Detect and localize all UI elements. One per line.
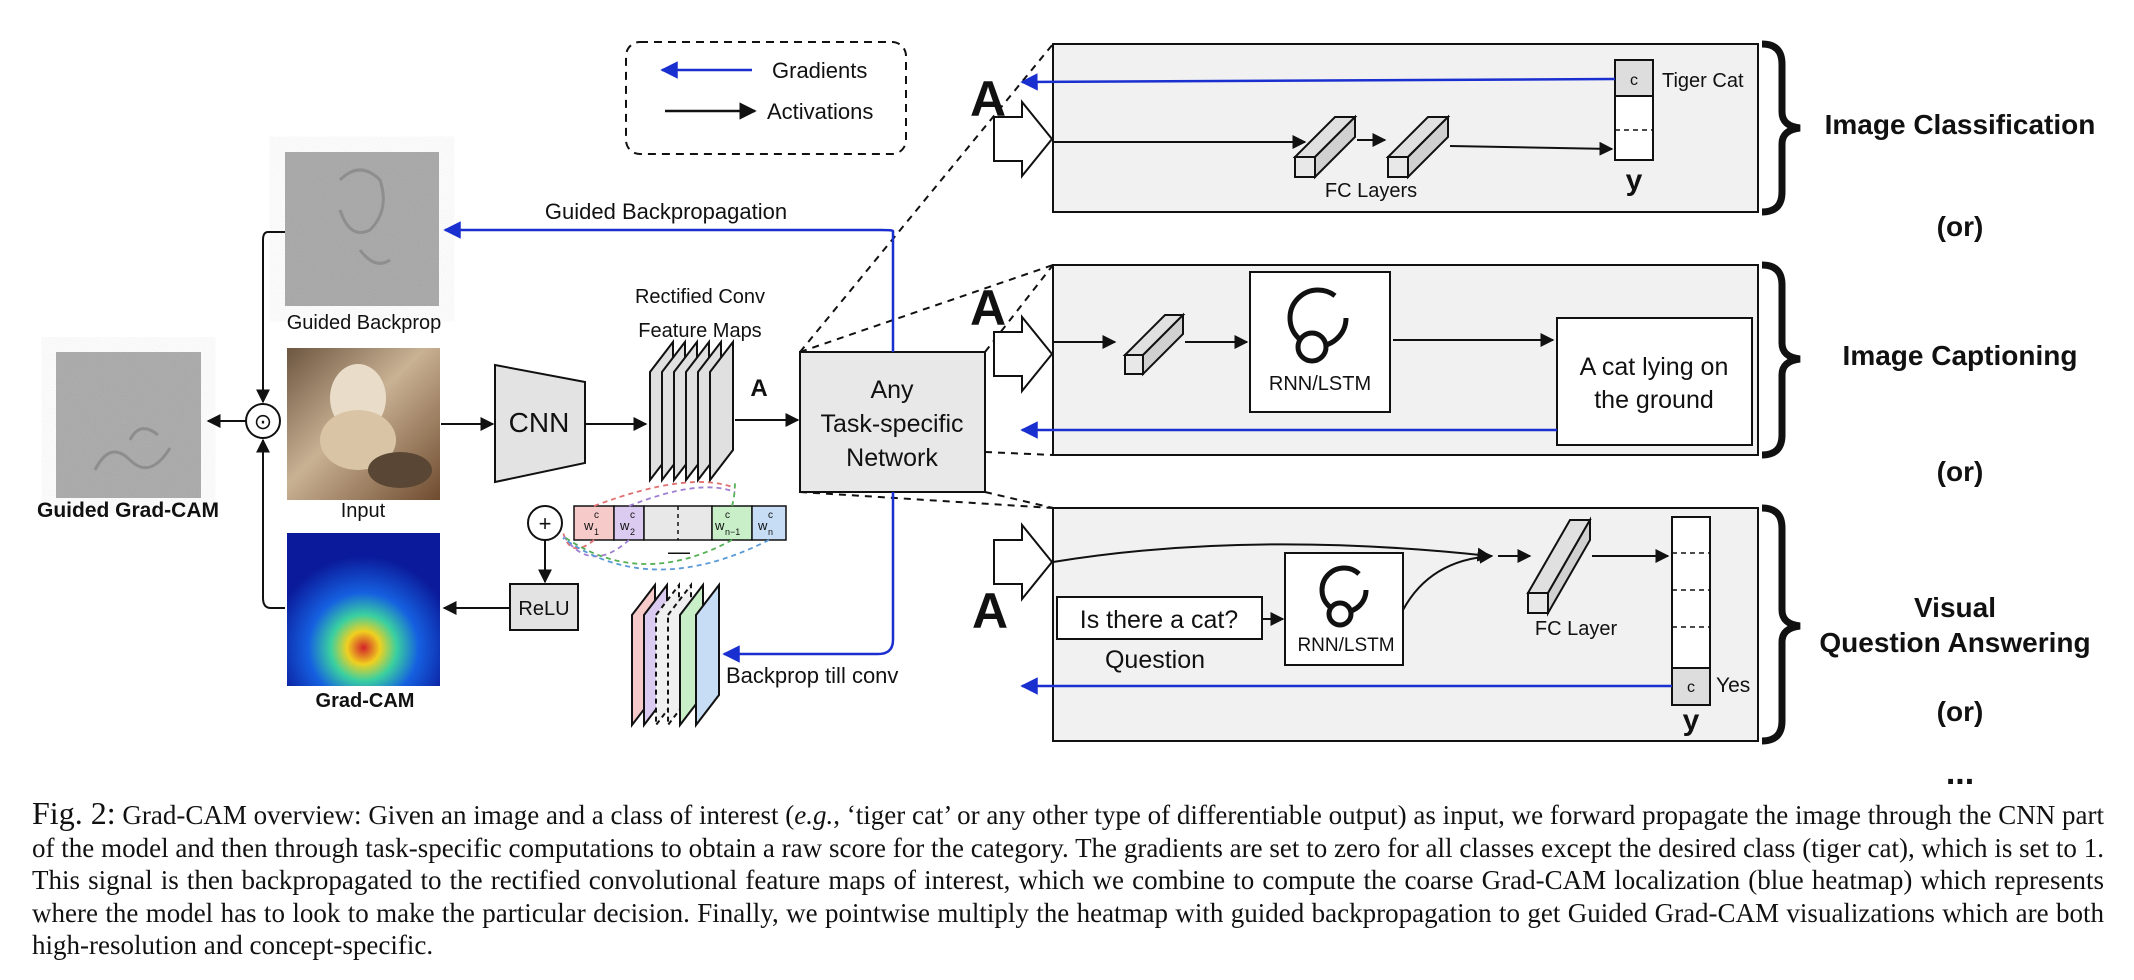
relu-box (509, 583, 579, 631)
vqa-class-c: c (1687, 679, 1695, 696)
gradient-maps-stack (631, 582, 720, 728)
weights-bar (573, 505, 787, 541)
panel3-a: A (972, 583, 1008, 639)
tiger-cat-label: Tiger Cat (1662, 70, 1744, 92)
feature-maps-stack (649, 339, 734, 483)
backprop-till-conv-label: Backprop till conv (726, 663, 898, 688)
network-line2: Task-specific (820, 410, 963, 438)
rnn-label-vqa: RNN/LSTM (1297, 635, 1394, 656)
or-label-3: (or) (1937, 696, 1984, 727)
label-input: Input (341, 500, 386, 522)
input-image (287, 348, 440, 500)
minus-bar: — (668, 539, 690, 564)
caption-line1: A cat lying on (1580, 353, 1729, 381)
gradcam-heatmap (287, 533, 440, 686)
class-c: c (1630, 72, 1638, 89)
weight-1: w (583, 518, 594, 533)
pointwise-symbol: ⊙ (254, 409, 272, 434)
legend-gradients: Gradients (772, 58, 867, 83)
activation-a-label: A (750, 375, 767, 402)
or-label-2: (or) (1937, 456, 1984, 487)
weight-1-sup: c (594, 510, 599, 521)
rnn-label-caption: RNN/LSTM (1269, 373, 1371, 395)
legend: Gradients Activations (625, 41, 907, 155)
caption-part1: Grad-CAM overview: Given an image and a … (115, 800, 795, 830)
guided-gradcam-image (56, 352, 201, 498)
rectified-label-line1: Rectified Conv (635, 286, 765, 308)
caption-box (1556, 317, 1753, 446)
plus-symbol: + (539, 511, 552, 536)
weight-n1: w (714, 518, 725, 533)
guided-backprop-image (285, 152, 439, 306)
legend-activations: Activations (767, 99, 873, 124)
weight-n: w (757, 518, 768, 533)
weight-1-sub: 1 (594, 527, 599, 537)
figure-caption: Fig. 2: Grad-CAM overview: Given an imag… (32, 797, 2104, 962)
weight-n1-sup: c (725, 510, 730, 521)
weight-2-sub: 2 (630, 527, 635, 537)
figure-number: Fig. 2: (32, 795, 116, 831)
backprop-till-conv-path (722, 492, 895, 663)
or-label-1: (or) (1937, 211, 1984, 242)
network-line3: Network (846, 444, 938, 472)
relu-label: ReLU (518, 598, 569, 620)
panel2-a: A (970, 280, 1006, 336)
fc-layer-label: FC Layer (1535, 618, 1618, 640)
captioning-panel: A RNN/LSTM A cat lying on the ground (970, 264, 1759, 456)
label-guided-backprop: Guided Backprop (287, 312, 442, 334)
caption-fc-layer (1122, 312, 1186, 377)
fc-layer-1 (1292, 114, 1358, 180)
classification-panel: A FC Layers c Tiger Cat y (970, 43, 1759, 213)
title-vqa-line1: Visual (1914, 592, 1996, 623)
cnn-label: CNN (509, 407, 570, 438)
cnn-block (494, 363, 586, 484)
fc-layers-label: FC Layers (1325, 180, 1417, 202)
rectified-label-line2: Feature Maps (638, 320, 761, 342)
title-vqa-line2: Question Answering (1819, 627, 2090, 658)
question-label: Question (1105, 646, 1205, 674)
ellipsis: ... (1946, 754, 1974, 790)
question-box (1056, 596, 1263, 640)
weight-n1-sub: n−1 (725, 527, 740, 537)
vqa-fc-layer (1526, 516, 1592, 617)
weight-labels: w c 1 w c 2 w c n−1 w c n (583, 510, 773, 537)
vqa-y-output: y (1683, 704, 1700, 737)
title-image-classification: Image Classification (1825, 109, 2096, 140)
question-text: Is there a cat? (1080, 606, 1238, 634)
task-network-box (799, 351, 986, 493)
caption-eg: e.g. (794, 800, 834, 830)
weight-2: w (619, 518, 630, 533)
label-gradcam: Grad-CAM (316, 690, 415, 712)
weight-n-sup: c (768, 510, 773, 521)
network-line1: Any (870, 376, 914, 404)
weight-2-sup: c (630, 510, 635, 521)
guided-backprop-label: Guided Backpropagation (545, 199, 787, 224)
y-output: y (1626, 164, 1643, 197)
weight-arcs (562, 479, 770, 571)
task-braces (1761, 40, 1801, 745)
yes-label: Yes (1716, 674, 1750, 697)
caption-line2: the ground (1594, 386, 1714, 414)
weight-n-sub: n (768, 527, 773, 537)
guided-backprop-path (443, 221, 895, 352)
label-guided-gradcam: Guided Grad-CAM (37, 499, 219, 522)
title-image-captioning: Image Captioning (1843, 340, 2078, 371)
vqa-panel: A Is there a cat? Question RNN/LSTM FC L… (972, 507, 1759, 742)
fc-layer-2 (1385, 114, 1451, 180)
caption-part2: , ‘tiger cat’ or any other type of diffe… (32, 800, 2104, 960)
gradcam-figure: Gradients Activations Guided Grad-CAM Gu… (37, 40, 2096, 790)
